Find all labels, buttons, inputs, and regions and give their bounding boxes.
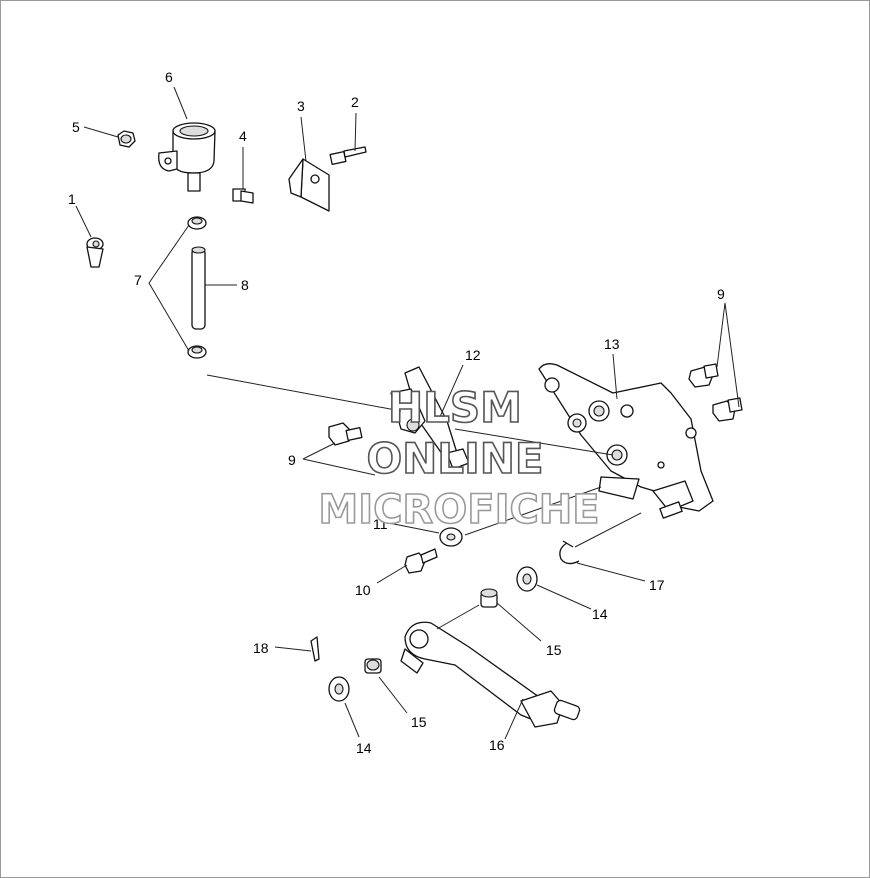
- watermark-line-1: HLSM: [388, 383, 522, 432]
- callout-18: 18: [253, 640, 269, 656]
- part-bolt-9-right-upper: [688, 363, 719, 388]
- callout-11: 11: [373, 516, 388, 532]
- callout-15-left: 15: [411, 714, 427, 730]
- callout-15-right: 15: [546, 642, 562, 658]
- part-reservoir: [158, 122, 216, 192]
- callout-5: 5: [72, 119, 80, 135]
- callout-7: 7: [134, 272, 142, 288]
- callout-17: 17: [649, 577, 665, 593]
- part-master-cylinder: [390, 366, 470, 470]
- part-nut: [117, 130, 136, 148]
- part-bolt-9-left: [328, 422, 363, 446]
- callout-14-right: 14: [592, 606, 608, 622]
- part-bolt-10: [404, 548, 438, 574]
- part-bushing-15-left: [364, 658, 382, 674]
- callout-12: 12: [465, 347, 481, 363]
- callout-4: 4: [239, 128, 247, 144]
- part-hose-clamp-top: [187, 216, 207, 230]
- part-fastener: [86, 237, 104, 268]
- part-bushing-15-right: [480, 588, 498, 608]
- part-bolt-small: [232, 188, 254, 204]
- part-washer-14-right: [516, 566, 538, 592]
- part-small-bracket: [288, 158, 330, 212]
- callout-16: 16: [489, 737, 505, 753]
- part-cotter-pin: [310, 636, 320, 662]
- part-washer-14-left: [328, 676, 350, 702]
- callout-14-left: 14: [356, 740, 372, 756]
- callout-6: 6: [165, 69, 173, 85]
- part-pedal-arm: [400, 621, 581, 728]
- part-hose: [191, 246, 206, 330]
- part-hose-clamp-bottom: [187, 345, 207, 359]
- callout-8: 8: [241, 277, 249, 293]
- watermark-line-3: MICROFICHE: [318, 487, 599, 533]
- part-washer-11: [439, 527, 463, 547]
- callout-labels: 1 2 3 4 5 6 7 8 9 9 10 11 12 13 14 14 15…: [68, 69, 725, 756]
- callout-10: 10: [355, 582, 371, 598]
- callout-13: 13: [604, 336, 620, 352]
- part-main-bracket: [538, 363, 714, 519]
- part-clip: [559, 540, 580, 565]
- callout-2: 2: [351, 94, 359, 110]
- part-pin: [329, 146, 367, 165]
- callout-1: 1: [68, 191, 76, 207]
- callout-3: 3: [297, 98, 305, 114]
- callout-9-right: 9: [717, 286, 725, 302]
- leader-lines: [75, 86, 740, 740]
- callout-9-left: 9: [288, 452, 296, 468]
- part-bolt-9-right-lower: [712, 397, 743, 422]
- watermark-line-2: ONLINE: [366, 434, 543, 483]
- watermark: HLSM ONLINE MICROFICHE: [318, 382, 601, 534]
